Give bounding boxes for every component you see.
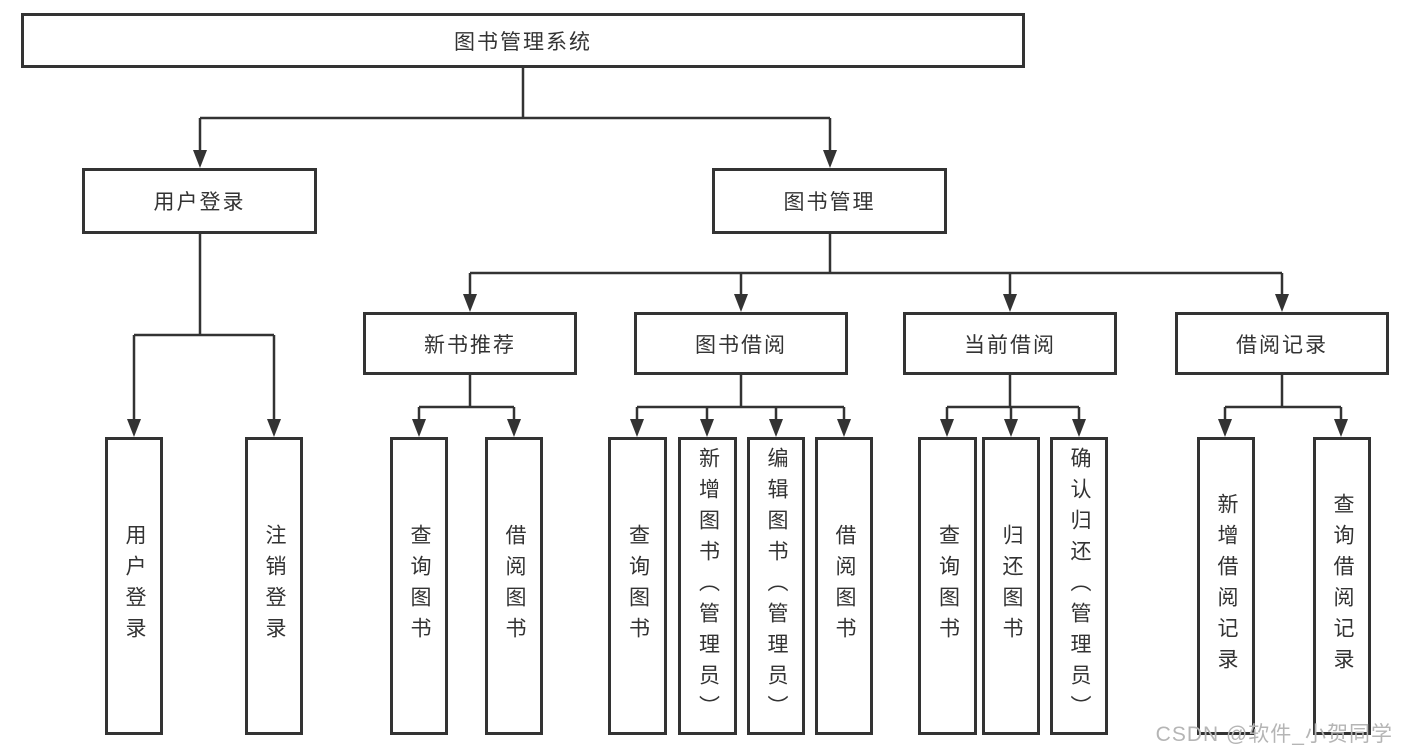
node-ul-logout-label: 注销登录 [263,524,286,648]
node-br-add-record: 新增借阅记录 [1197,437,1255,735]
node-user-login: 用户登录 [82,168,317,234]
node-cb-return-books: 归还图书 [982,437,1040,735]
node-new-book-recommend-label: 新书推荐 [424,333,516,357]
node-current-borrowing: 当前借阅 [903,312,1117,375]
watermark-text: CSDN @软件_小贺同学 [1155,723,1393,746]
node-bb-query-books: 查询图书 [608,437,667,735]
node-bb-add-books-admin-label: 新增图书（管理员） [696,446,720,726]
node-borrowing-records-label: 借阅记录 [1236,333,1328,357]
node-cb-confirm-return-admin: 确认归还（管理员） [1050,437,1108,735]
node-br-query-record: 查询借阅记录 [1313,437,1371,735]
node-user-login-label: 用户登录 [153,191,246,214]
node-cb-return-books-label: 归还图书 [1000,524,1023,648]
node-cb-confirm-return-admin-label: 确认归还（管理员） [1068,446,1091,726]
node-book-borrowing: 图书借阅 [634,312,848,375]
node-borrowing-records: 借阅记录 [1175,312,1389,375]
node-bb-edit-books-admin-label: 编辑图书（管理员） [765,446,788,726]
node-book-management-label: 图书管理 [783,191,876,214]
node-bb-borrow-books: 借阅图书 [815,437,873,735]
node-br-query-record-label: 查询借阅记录 [1331,493,1354,679]
node-library-system-label: 图书管理系统 [454,30,592,54]
node-ul-user-login: 用户登录 [105,437,163,735]
node-nb-query-books-label: 查询图书 [408,524,431,648]
node-bb-query-books-label: 查询图书 [626,524,650,648]
node-bb-edit-books-admin: 编辑图书（管理员） [747,437,805,735]
node-nb-borrow-books-label: 借阅图书 [503,524,526,648]
arrowheads [127,150,1348,437]
node-ul-user-login-label: 用户登录 [123,524,146,648]
node-current-borrowing-label: 当前借阅 [964,333,1056,357]
node-nb-borrow-books: 借阅图书 [485,437,543,735]
node-bb-borrow-books-label: 借阅图书 [833,524,856,648]
node-ul-logout: 注销登录 [245,437,303,735]
node-nb-query-books: 查询图书 [390,437,448,735]
node-cb-query-books: 查询图书 [918,437,977,735]
node-library-system: 图书管理系统 [21,13,1025,68]
node-bb-add-books-admin: 新增图书（管理员） [678,437,737,735]
node-cb-query-books-label: 查询图书 [936,524,960,648]
node-br-add-record-label: 新增借阅记录 [1215,493,1238,679]
node-book-management: 图书管理 [712,168,947,234]
node-book-borrowing-label: 图书借阅 [695,333,787,357]
node-new-book-recommend: 新书推荐 [363,312,577,375]
